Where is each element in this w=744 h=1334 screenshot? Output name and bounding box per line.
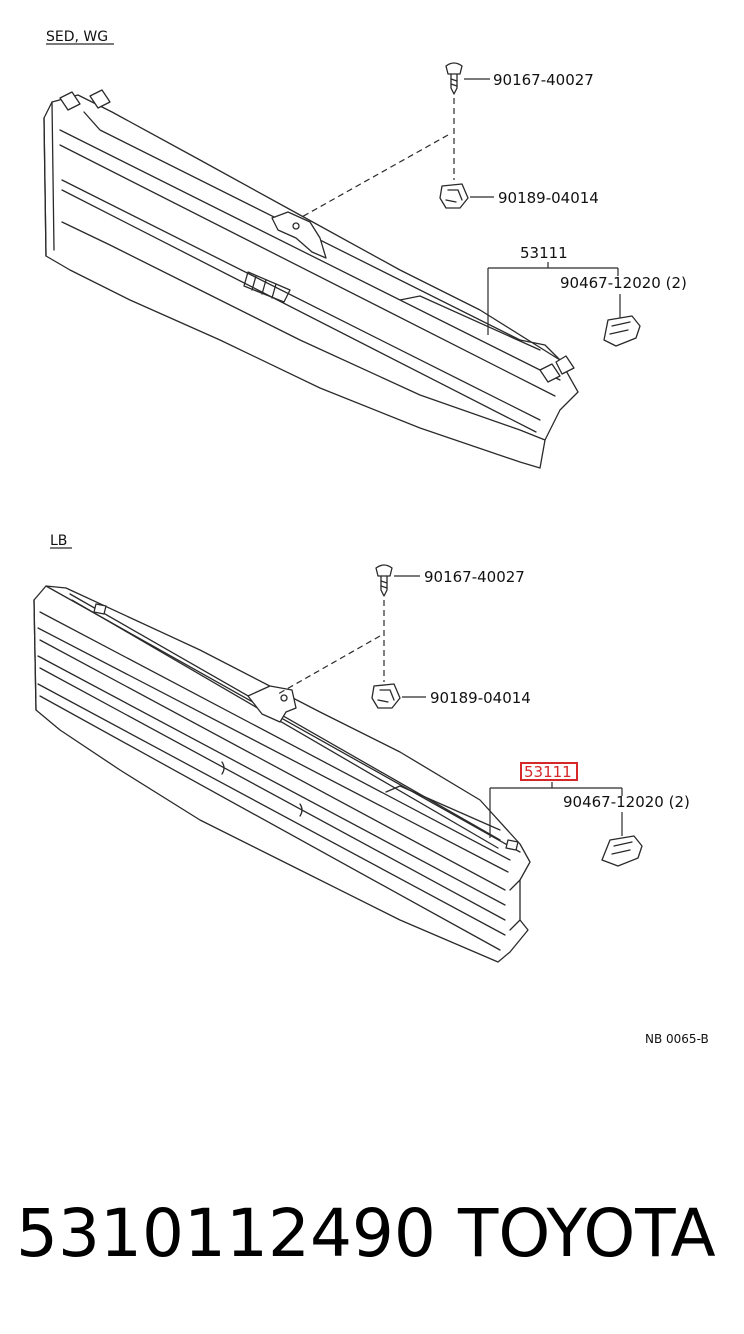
part-number-screw: 90167-40027 (424, 568, 525, 586)
part-number-retainer: 90467-12020 (2) (560, 274, 687, 292)
section-label-sed-wg: SED, WG (46, 29, 108, 45)
radiator-grille-drawing (43, 89, 579, 469)
radiator-grille-drawing (33, 585, 531, 963)
drawing-code: NB 0065-B (645, 1032, 709, 1046)
section-sed-wg: SED, WG (43, 29, 687, 469)
footer-part-number: 5310112490 (16, 1195, 436, 1272)
retainer-clip-part (603, 315, 641, 347)
part-number-clip-nut: 90189-04014 (498, 189, 599, 207)
screw-part (445, 62, 463, 95)
part-number-retainer: 90467-12020 (2) (563, 793, 690, 811)
part-number-clip-nut: 90189-04014 (430, 689, 531, 707)
screw-part (375, 564, 393, 597)
clip-nut-part (371, 683, 401, 709)
part-number-grille: 53111 (520, 244, 568, 262)
highlight-box (520, 762, 578, 781)
part-number-screw: 90167-40027 (493, 71, 594, 89)
section-lb: LB (33, 533, 690, 963)
retainer-clip-part (601, 835, 643, 867)
part-number-grille-highlighted[interactable]: 53111 (524, 763, 572, 781)
clip-nut-part (439, 183, 469, 209)
section-label-lb: LB (50, 533, 67, 549)
footer-brand: TOYOTA (457, 1195, 716, 1272)
